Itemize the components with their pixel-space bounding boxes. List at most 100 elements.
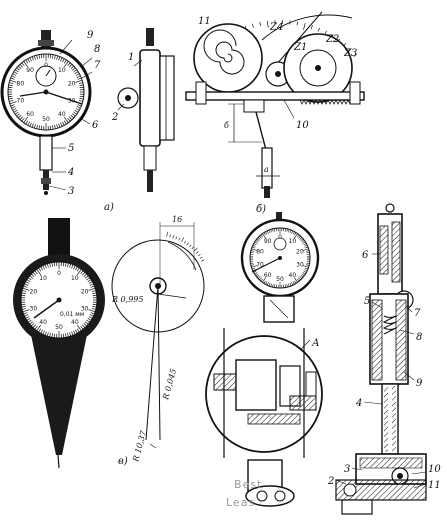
dial-tick xyxy=(18,65,22,69)
caption-a: а) xyxy=(104,202,114,213)
label-s-5: 5 xyxy=(364,296,370,307)
dial-tick xyxy=(270,283,272,287)
geometry-tick xyxy=(172,235,174,239)
dial-number: 50 xyxy=(55,324,63,331)
dial-tick xyxy=(256,238,260,242)
dial-tick xyxy=(79,95,84,98)
dial-tick xyxy=(44,264,47,269)
dial-tick xyxy=(27,58,30,63)
dial-tick xyxy=(32,272,36,276)
sector-tick xyxy=(296,21,299,26)
label-b-z4: Z4 xyxy=(269,22,283,33)
dial-tick xyxy=(69,263,72,268)
label-s-10: 10 xyxy=(428,464,441,475)
dial-tick xyxy=(265,231,268,235)
dial-tick xyxy=(71,264,74,269)
dial-tick xyxy=(304,246,309,249)
dim-v-r0045: R 0,045 xyxy=(161,368,178,402)
dial-tick xyxy=(263,280,266,284)
geometry-tick xyxy=(178,237,181,241)
dial-tick xyxy=(40,329,43,334)
spring xyxy=(382,315,397,335)
dial-tick xyxy=(263,232,266,236)
indicator-needle xyxy=(45,91,83,105)
dial-tick xyxy=(22,309,30,313)
dial-tick xyxy=(25,120,29,125)
dial-tick xyxy=(296,234,300,238)
dial-tick xyxy=(293,277,298,283)
dial-tick xyxy=(76,75,81,78)
dial-tick xyxy=(21,303,26,306)
dial-tick xyxy=(70,65,74,69)
dial-tick xyxy=(76,106,81,109)
dial-tick xyxy=(73,330,76,335)
dial-tick xyxy=(75,79,83,83)
dial-tick xyxy=(250,252,254,254)
dial-tick xyxy=(69,332,72,337)
dial-tick xyxy=(76,267,80,272)
dial-tick xyxy=(40,125,43,130)
label-s-8: 8 xyxy=(416,332,422,343)
dial-tick xyxy=(86,319,90,323)
dial-tick xyxy=(9,100,14,102)
dial-tick xyxy=(63,116,69,123)
dial-tick xyxy=(90,285,95,288)
dial-tick xyxy=(63,61,69,68)
dial-tick xyxy=(67,332,69,337)
label-a-7: 7 xyxy=(94,60,101,71)
dial-tick xyxy=(79,86,84,89)
dim-v-r0995: R 0,995 xyxy=(111,295,143,304)
dial-tick xyxy=(42,330,45,335)
dial-tick xyxy=(69,64,73,68)
dial-tick xyxy=(88,316,93,319)
dial-tick xyxy=(34,270,38,275)
dial-tick xyxy=(49,263,51,268)
dial-tick xyxy=(88,281,93,284)
dial-tick xyxy=(306,252,310,254)
dial-tick xyxy=(31,56,34,61)
dial-number: 40 xyxy=(58,111,66,118)
dial-tick xyxy=(10,77,15,80)
dial-tick xyxy=(38,125,40,130)
dial-tick xyxy=(24,283,29,286)
dial-tick xyxy=(80,270,84,275)
dial-tick xyxy=(69,116,73,120)
dial-tick xyxy=(44,331,47,336)
dial-tick xyxy=(33,124,36,129)
dial-tick xyxy=(16,113,21,117)
dial-tick xyxy=(51,333,53,338)
side-top-stem xyxy=(146,28,154,46)
dial-tick xyxy=(73,111,77,115)
dial-tick xyxy=(301,240,305,243)
dial-number: 30 xyxy=(30,305,38,312)
dial-tick xyxy=(306,264,310,266)
dial-number: 70 xyxy=(17,97,25,104)
dial-number: 70 xyxy=(256,261,264,268)
dial-number: 90 xyxy=(26,67,34,74)
dial-tick xyxy=(24,314,29,317)
dial-tick xyxy=(88,309,96,313)
dial-tick xyxy=(256,274,260,278)
dial-number: 10 xyxy=(39,275,47,282)
dial-tick xyxy=(36,124,38,129)
label-b-z2: Z2 xyxy=(325,34,339,45)
dial-tick xyxy=(67,62,71,67)
dial-tick xyxy=(262,233,267,239)
dial-tick xyxy=(11,106,16,109)
dial-tick xyxy=(71,331,74,336)
dial-tick xyxy=(52,125,54,130)
dial-tick xyxy=(251,265,258,268)
dial-tick xyxy=(251,248,258,251)
dial-tick xyxy=(67,117,71,122)
dial-tick xyxy=(75,329,78,334)
geometry-tick xyxy=(175,236,178,240)
dial-tick xyxy=(36,55,38,60)
dial-tick xyxy=(82,324,86,328)
dial-tick xyxy=(60,57,63,62)
dial-tick xyxy=(300,238,304,242)
label-a-6: 6 xyxy=(92,120,99,131)
dial-tick xyxy=(8,86,13,89)
dial-tick xyxy=(60,122,63,127)
geometry-tick xyxy=(183,240,187,244)
